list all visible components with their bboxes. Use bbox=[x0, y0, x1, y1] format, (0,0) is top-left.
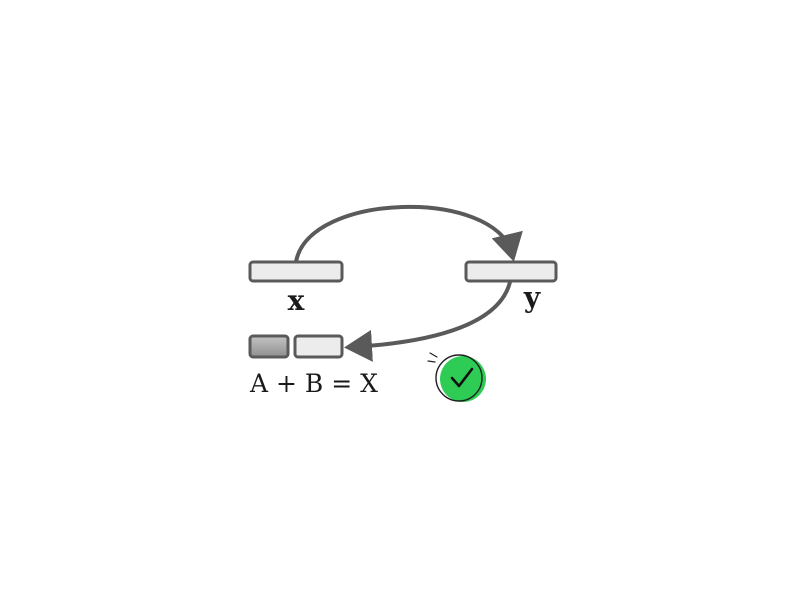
check-circle-icon bbox=[427, 352, 486, 402]
arrow-y-to-b bbox=[344, 280, 512, 362]
equation-label: A + B = X bbox=[249, 369, 378, 398]
box-b bbox=[293, 334, 344, 359]
box-a bbox=[248, 334, 290, 359]
box-y bbox=[464, 260, 558, 283]
box-x bbox=[248, 260, 344, 283]
label-x: x bbox=[288, 284, 305, 317]
label-y: y bbox=[523, 281, 541, 314]
arrow-x-to-y bbox=[294, 204, 523, 264]
